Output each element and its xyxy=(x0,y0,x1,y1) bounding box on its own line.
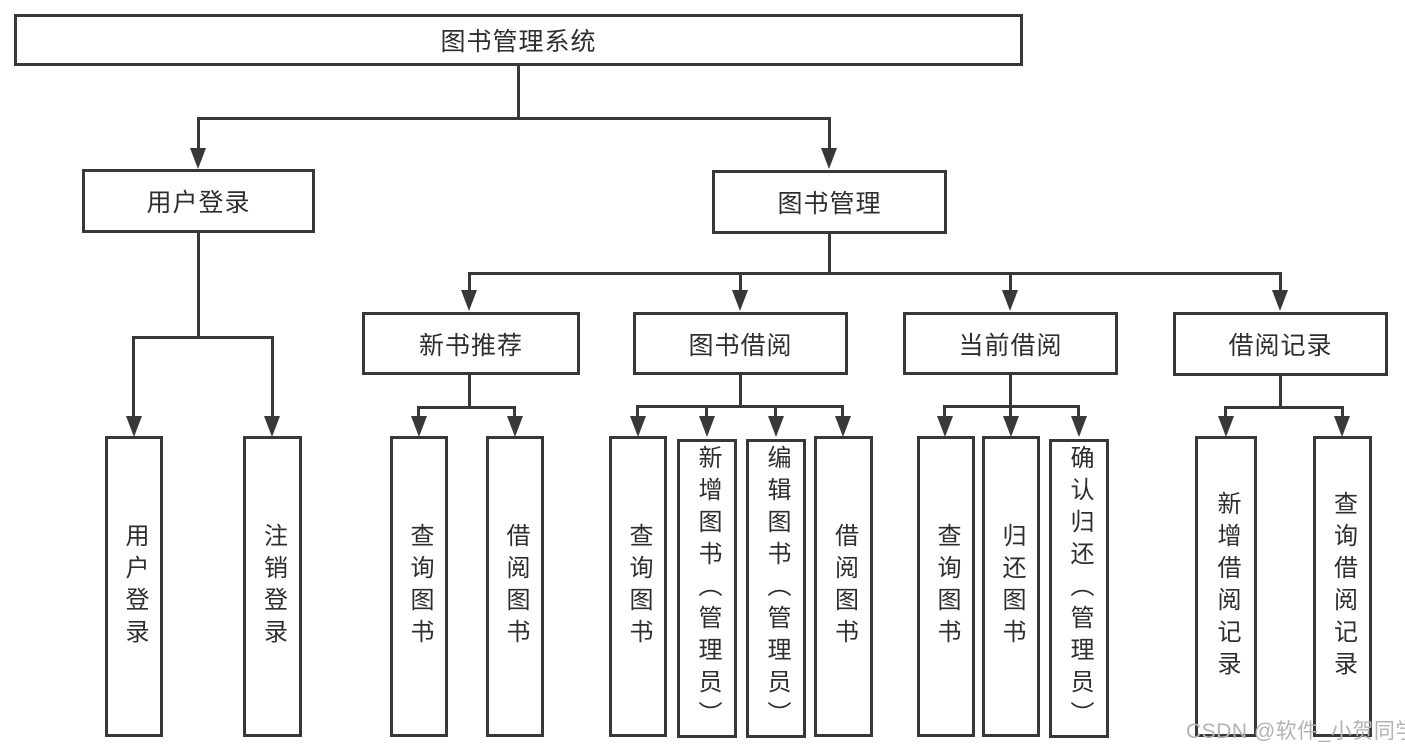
connector-line xyxy=(828,117,831,152)
connector-line xyxy=(705,405,708,420)
node-book-borrowing: 图书借阅 xyxy=(633,312,848,375)
arrow-down-icon xyxy=(411,416,427,437)
node-borrowing-records: 借阅记录 xyxy=(1173,312,1388,376)
connector-line xyxy=(468,272,471,294)
connector-line xyxy=(828,234,831,274)
node-label: 借阅记录 xyxy=(1228,332,1333,360)
node-label: 图书借阅 xyxy=(688,331,793,360)
connector-line xyxy=(943,405,946,420)
connector-line xyxy=(132,336,274,339)
arrow-down-icon xyxy=(461,290,477,311)
leaf-label: 新增图书（管理员） xyxy=(694,444,721,733)
connector-line xyxy=(1224,406,1227,420)
node-current-borrowing: 当前借阅 xyxy=(903,312,1118,375)
node-library-system: 图书管理系统 xyxy=(14,14,1023,66)
arrow-down-icon xyxy=(1272,290,1288,311)
arrow-down-icon xyxy=(1002,290,1018,311)
connector-line xyxy=(468,375,471,408)
node-book-management: 图书管理 xyxy=(712,170,947,234)
node-label: 新书推荐 xyxy=(418,331,523,360)
arrow-down-icon xyxy=(126,416,142,437)
connector-line xyxy=(1224,406,1344,409)
leaf-borrow-books-borrowing: 借阅图书 xyxy=(814,436,873,737)
leaf-confirm-return-admin: 确认归还（管理员） xyxy=(1049,439,1109,738)
leaf-label: 查询图书 xyxy=(625,522,652,651)
connector-line xyxy=(132,336,135,421)
connector-line xyxy=(197,117,831,120)
csdn-watermark: CSDN @软件_小贺同学 xyxy=(1186,720,1405,743)
leaf-query-borrow-record: 查询借阅记录 xyxy=(1313,436,1372,737)
connector-line xyxy=(1009,272,1012,294)
node-label: 图书管理系统 xyxy=(440,28,597,56)
leaf-label: 查询借阅记录 xyxy=(1329,490,1357,683)
node-new-book-recommendation: 新书推荐 xyxy=(362,312,580,375)
leaf-label: 查询图书 xyxy=(933,522,960,651)
leaf-borrow-books-recommend: 借阅图书 xyxy=(486,436,544,737)
arrow-down-icon xyxy=(821,148,837,169)
connector-line xyxy=(1341,406,1344,420)
leaf-label: 确认归还（管理员） xyxy=(1066,444,1093,733)
leaf-query-books-current: 查询图书 xyxy=(917,436,975,737)
node-user-login: 用户登录 xyxy=(82,169,315,233)
connector-line xyxy=(739,375,742,407)
arrow-down-icon xyxy=(937,416,953,437)
arrow-down-icon xyxy=(264,416,280,437)
leaf-label: 查询图书 xyxy=(406,522,433,651)
connector-line xyxy=(468,272,1282,275)
leaf-label: 借阅图书 xyxy=(502,522,529,651)
connector-line xyxy=(1077,405,1080,420)
leaf-query-books-borrowing: 查询图书 xyxy=(609,436,667,737)
leaf-add-borrow-record: 新增借阅记录 xyxy=(1195,436,1257,737)
connector-line xyxy=(1009,375,1012,407)
connector-line xyxy=(197,233,200,337)
connector-line xyxy=(1009,405,1012,420)
arrow-down-icon xyxy=(732,290,748,311)
leaf-label: 借阅图书 xyxy=(830,522,858,651)
leaf-label: 新增借阅记录 xyxy=(1213,490,1240,683)
leaf-add-books-admin: 新增图书（管理员） xyxy=(677,439,737,738)
arrow-down-icon xyxy=(1218,416,1234,437)
connector-line xyxy=(1279,375,1282,408)
arrow-down-icon xyxy=(630,416,646,437)
leaf-user-login: 用户登录 xyxy=(105,436,163,737)
connector-line xyxy=(841,405,844,420)
node-label: 用户登录 xyxy=(146,189,251,217)
connector-line xyxy=(197,117,200,152)
arrow-down-icon xyxy=(768,416,784,437)
arrow-down-icon xyxy=(835,416,851,437)
leaf-label: 注销登录 xyxy=(259,522,287,651)
connector-line xyxy=(517,66,520,119)
leaf-label: 用户登录 xyxy=(121,522,148,651)
connector-line xyxy=(774,405,777,420)
arrow-down-icon xyxy=(699,416,715,437)
arrow-down-icon xyxy=(507,416,523,437)
connector-line xyxy=(417,406,516,409)
node-label: 图书管理 xyxy=(777,190,882,218)
leaf-logout: 注销登录 xyxy=(243,436,302,737)
leaf-edit-books-admin: 编辑图书（管理员） xyxy=(746,439,806,738)
connector-line xyxy=(271,336,274,421)
connector-line xyxy=(636,405,639,420)
leaf-query-books-recommend: 查询图书 xyxy=(390,436,448,737)
arrow-down-icon xyxy=(1334,416,1350,437)
leaf-label: 编辑图书（管理员） xyxy=(763,444,790,733)
connector-line xyxy=(513,406,516,420)
arrow-down-icon xyxy=(190,148,206,169)
connector-line xyxy=(636,405,844,408)
leaf-return-books: 归还图书 xyxy=(982,436,1040,737)
connector-line xyxy=(739,272,742,294)
arrow-down-icon xyxy=(1071,416,1087,437)
leaf-label: 归还图书 xyxy=(998,522,1025,651)
connector-line xyxy=(417,406,420,420)
connector-line xyxy=(1279,272,1282,294)
node-label: 当前借阅 xyxy=(958,331,1063,360)
arrow-down-icon xyxy=(1003,416,1019,437)
